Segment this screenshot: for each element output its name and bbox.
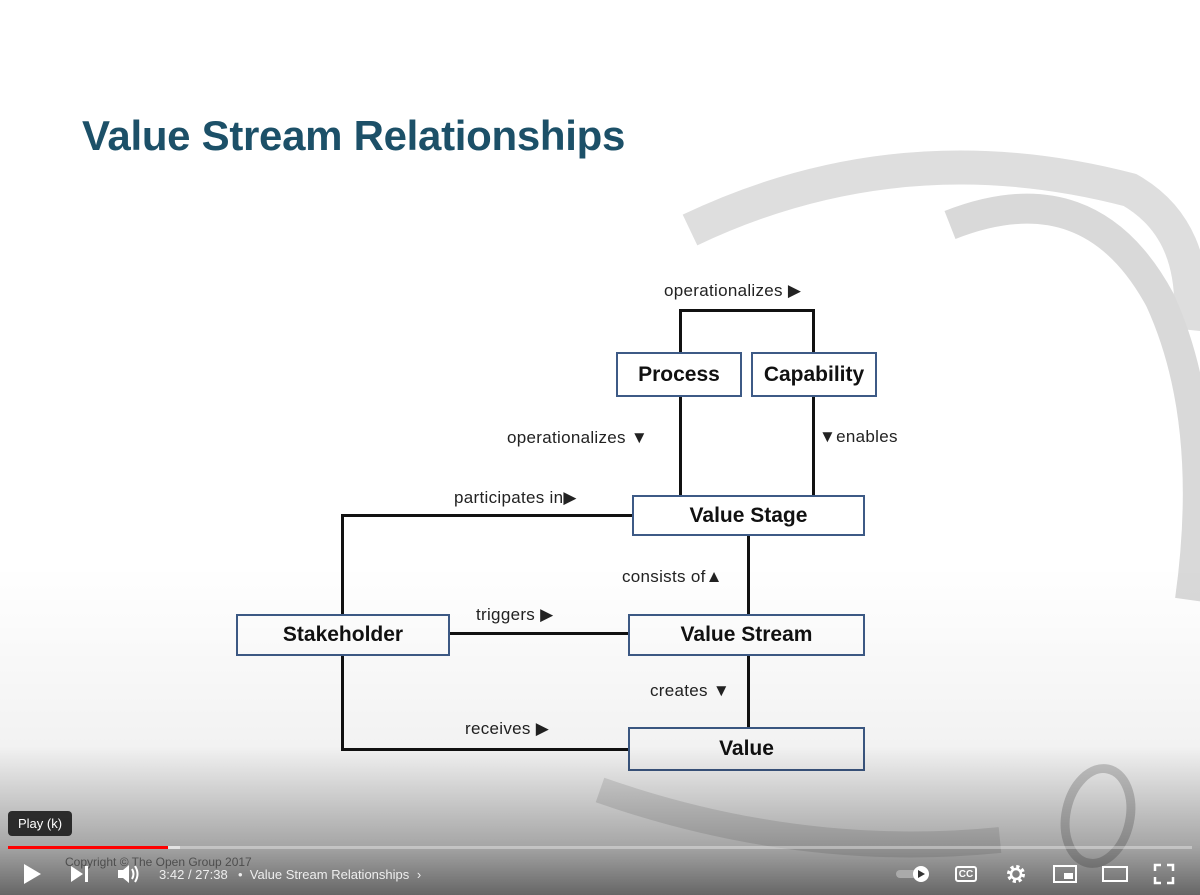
value-stream-box: Value Stream <box>628 614 865 656</box>
connector-line <box>448 632 630 635</box>
subtitles-button[interactable]: CC <box>953 862 979 886</box>
theater-mode-button[interactable] <box>1101 862 1129 886</box>
control-bar: 3:42 / 27:38 • Value Stream Relationship… <box>0 852 1200 895</box>
relation-label-receives: receives ▶ <box>465 719 550 738</box>
connector-line <box>679 309 682 354</box>
fullscreen-button[interactable] <box>1151 862 1177 886</box>
play-icon <box>24 864 41 884</box>
connector-line <box>812 395 815 496</box>
slide-title: Value Stream Relationships <box>82 112 626 159</box>
miniplayer-icon <box>1053 865 1077 883</box>
chapter-button[interactable]: • Value Stream Relationships › <box>238 867 421 882</box>
skip-next-icon <box>71 866 88 882</box>
relation-label-operationalizes: operationalizes ▼ <box>507 428 649 447</box>
chevron-right-icon: › <box>416 867 422 882</box>
play-button[interactable] <box>18 862 46 886</box>
connector-line <box>812 309 815 354</box>
cc-icon: CC <box>955 866 977 882</box>
connector-line <box>747 654 750 728</box>
progress-bar[interactable] <box>8 846 1192 849</box>
theater-icon <box>1102 866 1128 882</box>
relation-label-consists-of: consists of▲ <box>622 567 723 586</box>
connector-line <box>341 514 344 616</box>
capability-box: Capability <box>751 352 877 397</box>
connector-line <box>679 395 682 496</box>
time-display: 3:42 / 27:38 <box>159 867 228 882</box>
relation-label-enables: ▼enables <box>819 427 898 446</box>
miniplayer-button[interactable] <box>1052 862 1078 886</box>
chapter-separator: • <box>238 867 247 882</box>
connector-line <box>679 309 815 312</box>
process-box: Process <box>616 352 742 397</box>
play-tooltip: Play (k) <box>8 811 73 836</box>
connector-line <box>341 514 633 517</box>
relation-label-operationalizes-top: operationalizes ▶ <box>664 281 802 300</box>
value-stage-box: Value Stage <box>632 495 865 536</box>
autoplay-toggle[interactable] <box>896 862 932 886</box>
time-separator: / <box>187 867 196 882</box>
volume-icon <box>118 865 139 883</box>
chapter-title: Value Stream Relationships <box>249 867 410 882</box>
duration: 27:38 <box>195 867 228 882</box>
progress-played <box>8 846 168 849</box>
next-button[interactable] <box>66 862 94 886</box>
relation-label-triggers: triggers ▶ <box>476 605 554 624</box>
settings-button[interactable] <box>1003 862 1029 886</box>
value-box: Value <box>628 727 865 771</box>
current-time: 3:42 <box>159 867 185 882</box>
connector-line <box>747 535 750 616</box>
fullscreen-icon <box>1153 863 1175 885</box>
autoplay-icon <box>896 866 929 882</box>
gear-icon <box>1007 865 1025 883</box>
connector-line <box>341 748 630 751</box>
relation-label-creates: creates ▼ <box>650 681 730 700</box>
connector-line <box>341 654 344 751</box>
stakeholder-box: Stakeholder <box>236 614 450 656</box>
relation-label-participates-in: participates in▶ <box>454 488 577 507</box>
mute-button[interactable] <box>114 862 144 886</box>
